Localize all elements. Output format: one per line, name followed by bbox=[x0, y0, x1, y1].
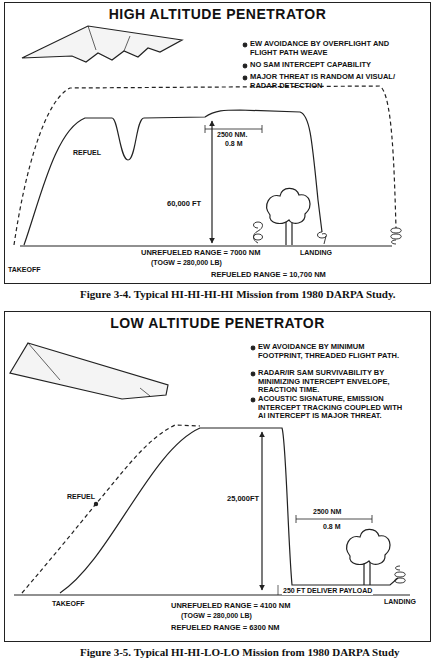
panel-title: HIGH ALTITUDE PENETRATOR bbox=[5, 6, 430, 22]
threat-note: EW AVOIDANCE BY OVERFLIGHT AND FLIGHT PA… bbox=[250, 40, 410, 57]
profile-label: LANDING bbox=[384, 598, 416, 606]
profile-label: REFUEL bbox=[72, 149, 102, 157]
threat-note: ACOUSTIC SIGNATURE, EMISSION INTERCEPT T… bbox=[258, 395, 408, 421]
threat-note: MAJOR THREAT IS RANDOM AI VISUAL/ RADAR … bbox=[250, 73, 410, 90]
profile-label: TAKEOFF bbox=[8, 266, 41, 274]
profile-label: UNREFUELED RANGE = 4100 NM bbox=[170, 602, 291, 611]
profile-label: REFUELED RANGE = 10,700 NM bbox=[210, 271, 327, 280]
profile-label: LANDING bbox=[300, 249, 332, 257]
profile-label: REFUEL bbox=[66, 493, 96, 501]
profile-label: TAKEOFF bbox=[52, 600, 85, 608]
profile-label: (TOGW = 280,000 LB) bbox=[150, 259, 223, 267]
figure-caption: Figure 3-5. Typical HI-HI-LO-LO Mission … bbox=[80, 646, 400, 659]
profile-label: UNREFUELED RANGE = 7000 NM bbox=[140, 249, 261, 258]
profile-label: 2500 NM. bbox=[216, 131, 248, 139]
threat-note: EW AVOIDANCE BY MINIMUM FOOTPRINT, THREA… bbox=[258, 343, 408, 360]
profile-label: 0.8 M bbox=[322, 523, 342, 531]
profile-label: 60,000 FT bbox=[166, 200, 202, 209]
profile-label: DELIVER PAYLOAD bbox=[306, 587, 373, 595]
profile-label: REFUELED RANGE = 6300 NM bbox=[170, 624, 281, 633]
profile-label: 0.8 M bbox=[224, 140, 244, 148]
threat-note: NO SAM INTERCEPT CAPABILITY bbox=[250, 61, 410, 70]
threat-note: RADAR/IR SAM SURVIVABILITY BY MINIMIZING… bbox=[258, 369, 408, 395]
figure-caption: Figure 3-4. Typical HI-HI-HI-HI Mission … bbox=[80, 288, 396, 301]
profile-label: (TOGW = 280,000 LB) bbox=[180, 612, 253, 620]
profile-label: 25,000FT bbox=[226, 495, 260, 504]
profile-label: 2500 NM bbox=[312, 508, 342, 516]
profile-label: 250 FT bbox=[282, 587, 306, 595]
panel-title: LOW ALTITUDE PENETRATOR bbox=[5, 315, 430, 331]
